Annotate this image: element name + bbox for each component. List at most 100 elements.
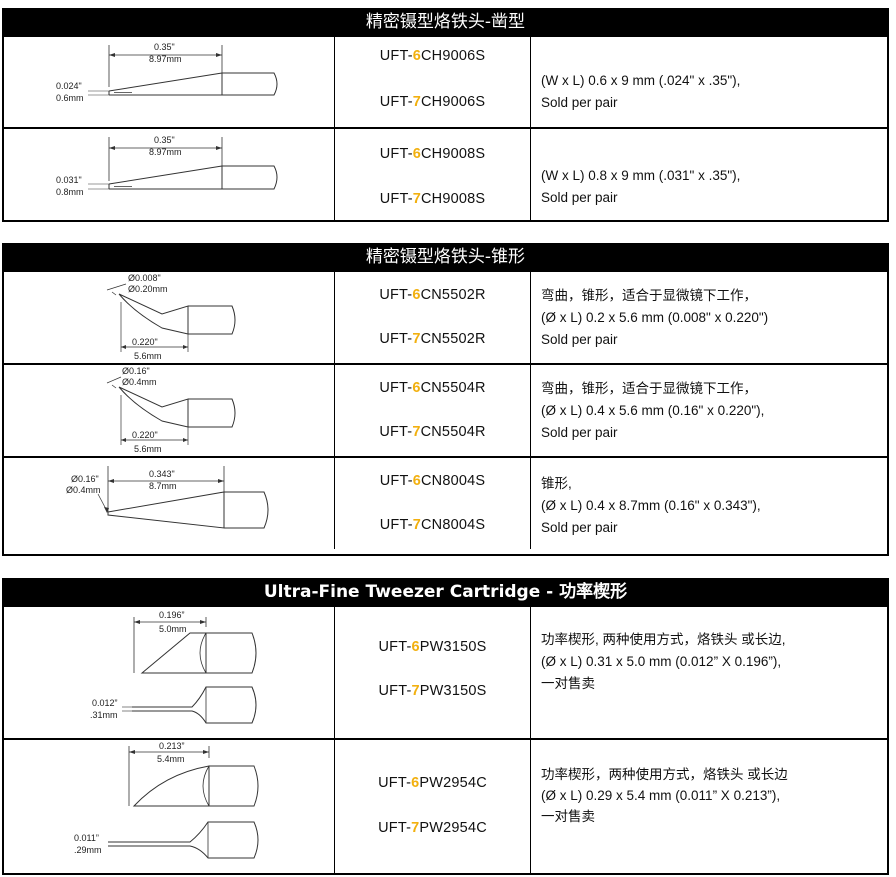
description-line: Sold per pair — [541, 520, 618, 535]
table-conical-tips: 精密镊型烙铁头-锥形 Ø0.008" Ø0.20mm 0.220" 5.6mm … — [2, 243, 889, 556]
part-number-cell: UFT-6CN8004S UFT-7CN8004S — [334, 458, 530, 549]
table-row: Ø0.16" Ø0.4mm 0.220" 5.6mm UFT-6CN5504R … — [4, 363, 887, 456]
length-mm-label: 5.6mm — [134, 351, 162, 361]
part-number[interactable]: UFT-7CN5504R — [379, 424, 486, 440]
table-row: 0.213” 5.4mm 0.011” .29mm UFT-6PW2954C U… — [4, 738, 887, 873]
part-number[interactable]: UFT-6CH9006S — [379, 48, 486, 64]
table-row: 0.35" 8.97mm 0.031" 0.8mm UFT-6CH9008S U… — [4, 127, 887, 220]
length-mm-label: 5.0mm — [159, 624, 187, 634]
section-title: 精密镊型烙铁头-凿型 — [4, 10, 887, 35]
bent-conical-tip-drawing: Ø0.16" Ø0.4mm 0.220" 5.6mm — [106, 366, 236, 454]
diameter-in-label: Ø0.16" — [71, 474, 99, 484]
width-mm-label: 0.8mm — [56, 187, 84, 197]
table-power-wedge-tips: Ultra-Fine Tweezer Cartridge - 功率楔形 0.19… — [2, 578, 889, 875]
description-cell: 功率楔形, 两种使用方式，烙铁头 或长边, (Ø x L) 0.31 x 5.0… — [530, 607, 887, 738]
length-mm-label: 8.7mm — [149, 481, 177, 491]
description-line: 功率楔形, 两种使用方式，烙铁头 或长边, — [541, 632, 786, 647]
part-number-cell: UFT-6PW3150S UFT-7PW3150S — [334, 607, 530, 738]
description-line: (Ø x L) 0.31 x 5.0 mm (0.012” X 0.196”), — [541, 654, 782, 669]
description-cell: 锥形, (Ø x L) 0.4 x 8.7mm (0.16" x 0.343")… — [530, 458, 887, 549]
thickness-mm-label: .29mm — [74, 845, 102, 855]
description-line: (Ø x L) 0.4 x 8.7mm (0.16" x 0.343"), — [541, 498, 761, 513]
description-line: (Ø x L) 0.2 x 5.6 mm (0.008" x 0.220") — [541, 310, 769, 325]
diameter-in-label: Ø0.008" — [128, 273, 161, 283]
description-cell: 弯曲，锥形，适合于显微镜下工作， (Ø x L) 0.2 x 5.6 mm (0… — [530, 272, 887, 363]
part-number[interactable]: UFT-7CH9008S — [379, 191, 486, 207]
description-line: Sold per pair — [541, 425, 618, 440]
description-cell: 功率楔形，两种使用方式，烙铁头 或长边 (Ø x L) 0.29 x 5.4 m… — [530, 740, 887, 873]
table-chisel-tips: 精密镊型烙铁头-凿型 0.35" 8.97mm 0.024" 0.6mm — [2, 8, 889, 222]
part-number[interactable]: UFT-6CN5502R — [379, 287, 486, 303]
description-line: (W x L) 0.8 x 9 mm (.031" x .35"), — [541, 168, 741, 183]
length-in-label: 0.343" — [149, 469, 175, 479]
description-line: 弯曲，锥形，适合于显微镜下工作， — [541, 288, 757, 303]
description-line: (W x L) 0.6 x 9 mm (.024" x .35"), — [541, 73, 741, 88]
description-line: Sold per pair — [541, 95, 618, 110]
part-number[interactable]: UFT-7CN5502R — [379, 331, 486, 347]
part-number[interactable]: UFT-7PW2954C — [378, 820, 487, 836]
description-line: (Ø x L) 0.4 x 5.6 mm (0.16" x 0.220"), — [541, 403, 765, 418]
description-line: 弯曲，锥形，适合于显微镜下工作， — [541, 381, 757, 396]
part-number[interactable]: UFT-6PW2954C — [378, 775, 487, 791]
table-row: 0.196” 5.0mm 0.012” .31mm UFT-6PW3150S U… — [4, 605, 887, 738]
diameter-in-label: Ø0.16" — [122, 366, 150, 376]
part-number-cell: UFT-6CN5504R UFT-7CN5504R — [334, 365, 530, 456]
tip-drawing-cell: 0.196” 5.0mm 0.012” .31mm — [4, 607, 334, 738]
thickness-mm-label: .31mm — [90, 710, 118, 720]
section-title: 精密镊型烙铁头-锥形 — [4, 245, 887, 270]
description-line: 功率楔形，两种使用方式，烙铁头 或长边 — [541, 767, 788, 782]
diameter-mm-label: Ø0.4mm — [122, 377, 157, 387]
width-mm-label: 0.6mm — [56, 93, 84, 103]
tip-drawing-cell: Ø0.16" Ø0.4mm 0.220" 5.6mm — [4, 365, 334, 456]
description-line: 锥形, — [541, 476, 572, 491]
length-mm-label: 8.97mm — [149, 54, 182, 64]
width-in-label: 0.024" — [56, 81, 82, 91]
description-line: 一对售卖 — [541, 676, 595, 691]
section-title: Ultra-Fine Tweezer Cartridge - 功率楔形 — [4, 580, 887, 605]
tip-drawing-cell: Ø0.008" Ø0.20mm 0.220" 5.6mm — [4, 272, 334, 363]
description-line: Sold per pair — [541, 190, 618, 205]
description-line: Sold per pair — [541, 332, 618, 347]
width-in-label: 0.031" — [56, 175, 82, 185]
part-number[interactable]: UFT-6CN5504R — [379, 380, 486, 396]
part-number-cell: UFT-6CN5502R UFT-7CN5502R — [334, 272, 530, 363]
part-number[interactable]: UFT-7CN8004S — [379, 517, 486, 533]
length-in-label: 0.35" — [154, 135, 175, 145]
tip-drawing-cell: 0.35" 8.97mm 0.024" 0.6mm — [4, 37, 334, 127]
part-number[interactable]: UFT-7CH9006S — [379, 94, 486, 110]
part-number[interactable]: UFT-6PW3150S — [378, 639, 487, 655]
length-in-label: 0.220" — [132, 430, 158, 440]
length-in-label: 0.213” — [159, 741, 185, 751]
part-number[interactable]: UFT-7PW3150S — [378, 683, 487, 699]
length-in-label: 0.220" — [132, 337, 158, 347]
part-number-cell: UFT-6CH9006S UFT-7CH9006S — [334, 37, 530, 127]
description-line: 一对售卖 — [541, 809, 595, 824]
tip-drawing-cell: Ø0.16" Ø0.4mm 0.343" 8.7mm — [4, 458, 334, 549]
diameter-mm-label: Ø0.20mm — [128, 284, 168, 294]
power-wedge-tip-drawing: 0.196” 5.0mm 0.012” .31mm — [90, 610, 257, 724]
length-in-label: 0.35" — [154, 42, 175, 52]
tip-drawing-cell: 0.35" 8.97mm 0.031" 0.8mm — [4, 129, 334, 220]
description-cell: (W x L) 0.6 x 9 mm (.024" x .35"), Sold … — [530, 37, 887, 127]
thickness-in-label: 0.011” — [74, 833, 99, 843]
chisel-tip-drawing: 0.35" 8.97mm 0.031" 0.8mm — [56, 135, 278, 197]
chisel-tip-drawing: 0.35" 8.97mm 0.024" 0.6mm — [56, 42, 278, 103]
table-row: Ø0.16" Ø0.4mm 0.343" 8.7mm UFT-6CN8004S … — [4, 456, 887, 549]
length-mm-label: 5.4mm — [157, 754, 185, 764]
description-cell: (W x L) 0.8 x 9 mm (.031" x .35"), Sold … — [530, 129, 887, 220]
description-line: (Ø x L) 0.29 x 5.4 mm (0.011” X 0.213”), — [541, 788, 781, 803]
thickness-in-label: 0.012” — [92, 698, 118, 708]
table-row: 0.35" 8.97mm 0.024" 0.6mm UFT-6CH9006S U… — [4, 35, 887, 127]
part-number[interactable]: UFT-6CH9008S — [379, 146, 486, 162]
power-wedge-tip-drawing: 0.213” 5.4mm 0.011” .29mm — [74, 741, 259, 859]
conical-tip-drawing: Ø0.16" Ø0.4mm 0.343" 8.7mm — [66, 466, 269, 529]
part-number-cell: UFT-6CH9008S UFT-7CH9008S — [334, 129, 530, 220]
part-number[interactable]: UFT-6CN8004S — [379, 473, 486, 489]
length-mm-label: 8.97mm — [149, 147, 182, 157]
tip-drawing-cell: 0.213” 5.4mm 0.011” .29mm — [4, 740, 334, 873]
length-in-label: 0.196” — [159, 610, 185, 620]
diameter-mm-label: Ø0.4mm — [66, 485, 101, 495]
table-row: Ø0.008" Ø0.20mm 0.220" 5.6mm UFT-6CN5502… — [4, 270, 887, 363]
length-mm-label: 5.6mm — [134, 444, 162, 454]
part-number-cell: UFT-6PW2954C UFT-7PW2954C — [334, 740, 530, 873]
